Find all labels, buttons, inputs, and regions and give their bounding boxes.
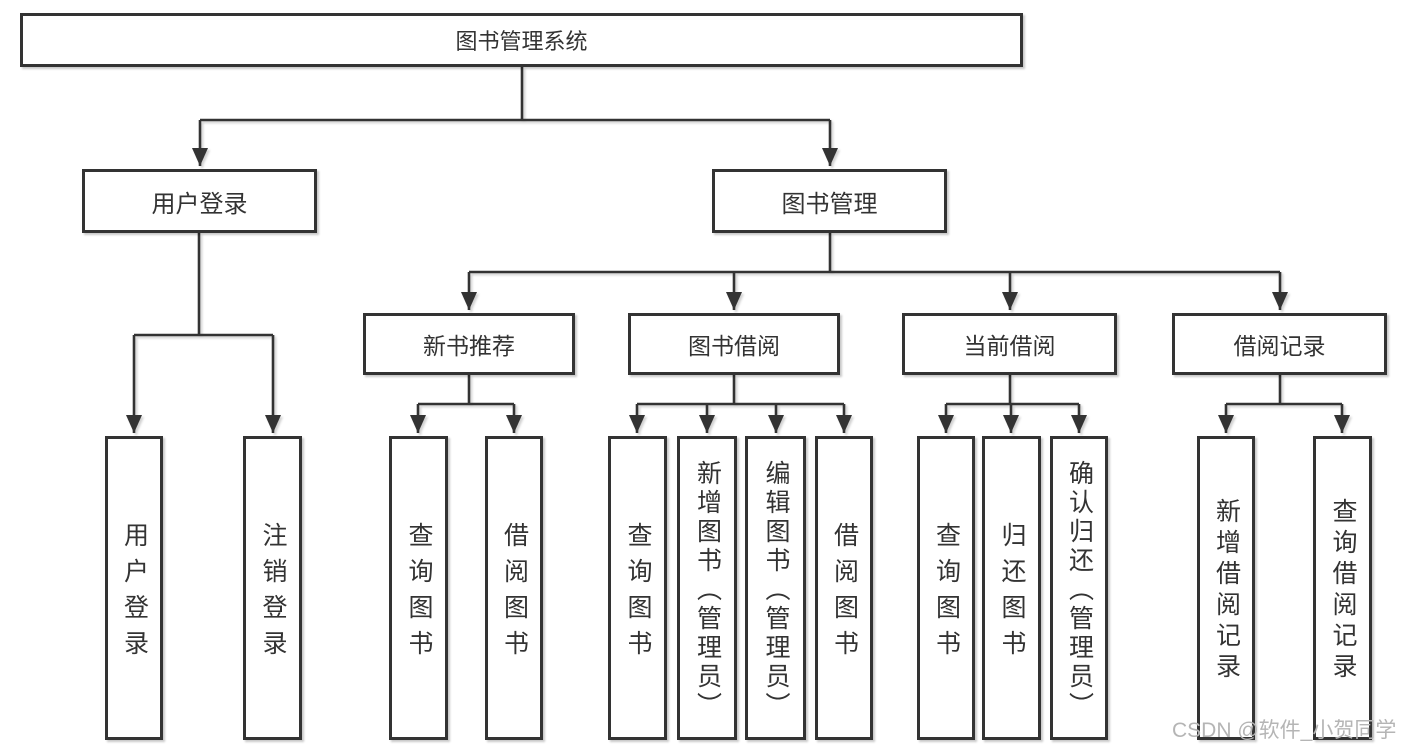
leaf-borrow-borrow-book: 借阅图书 [815, 436, 873, 740]
node-user-login: 用户登录 [82, 169, 317, 233]
leaf-logout: 注销登录 [243, 436, 302, 740]
node-root-label: 图书管理系统 [455, 29, 588, 54]
leaf-recommend-borrow-book: 借阅图书 [485, 436, 543, 740]
leaf-label: 新增借阅记录 [1212, 498, 1241, 684]
node-book-borrow-label: 图书借阅 [688, 333, 780, 359]
leaf-label: 查询图书 [624, 521, 652, 666]
leaf-borrow-query-book: 查询图书 [608, 436, 667, 740]
leaf-label: 借阅图书 [500, 521, 529, 666]
leaf-borrow-add-book-admin: 新增图书（管理员） [677, 436, 737, 740]
leaf-label: 用户登录 [120, 521, 149, 666]
leaf-recommend-query-book: 查询图书 [389, 436, 448, 740]
leaf-label: 归还图书 [998, 521, 1026, 666]
node-book-management: 图书管理 [712, 169, 947, 233]
leaf-label: 编辑图书（管理员） [762, 459, 790, 721]
leaf-current-query-book: 查询图书 [917, 436, 975, 740]
node-new-book-recommend: 新书推荐 [363, 313, 575, 375]
leaf-current-confirm-return-admin: 确认归还（管理员） [1050, 436, 1108, 740]
leaf-user-login: 用户登录 [105, 436, 163, 740]
csdn-watermark: CSDN @软件_小贺同学 [1172, 719, 1397, 742]
node-user-login-label: 用户登录 [151, 190, 248, 218]
leaf-record-add-record: 新增借阅记录 [1197, 436, 1255, 740]
leaf-label: 查询图书 [932, 521, 961, 666]
leaf-label: 新增图书（管理员） [693, 459, 722, 721]
leaf-label: 确认归还（管理员） [1065, 459, 1094, 721]
leaf-borrow-edit-book-admin: 编辑图书（管理员） [745, 436, 806, 740]
leaf-record-query-record: 查询借阅记录 [1313, 436, 1372, 740]
leaf-label: 借阅图书 [830, 521, 859, 666]
node-current-borrow: 当前借阅 [902, 313, 1117, 375]
leaf-current-return-book: 归还图书 [982, 436, 1041, 740]
node-borrow-record: 借阅记录 [1172, 313, 1387, 375]
node-borrow-record-label: 借阅记录 [1233, 333, 1326, 359]
leaf-label: 查询图书 [405, 521, 433, 666]
node-current-borrow-label: 当前借阅 [963, 333, 1056, 359]
leaf-label: 注销登录 [259, 521, 287, 666]
node-book-management-label: 图书管理 [781, 190, 878, 218]
node-book-borrow: 图书借阅 [628, 313, 840, 375]
node-new-book-recommend-label: 新书推荐 [423, 333, 515, 359]
leaf-label: 查询借阅记录 [1329, 498, 1357, 684]
node-root: 图书管理系统 [20, 13, 1023, 67]
connector-group [126, 67, 1350, 433]
